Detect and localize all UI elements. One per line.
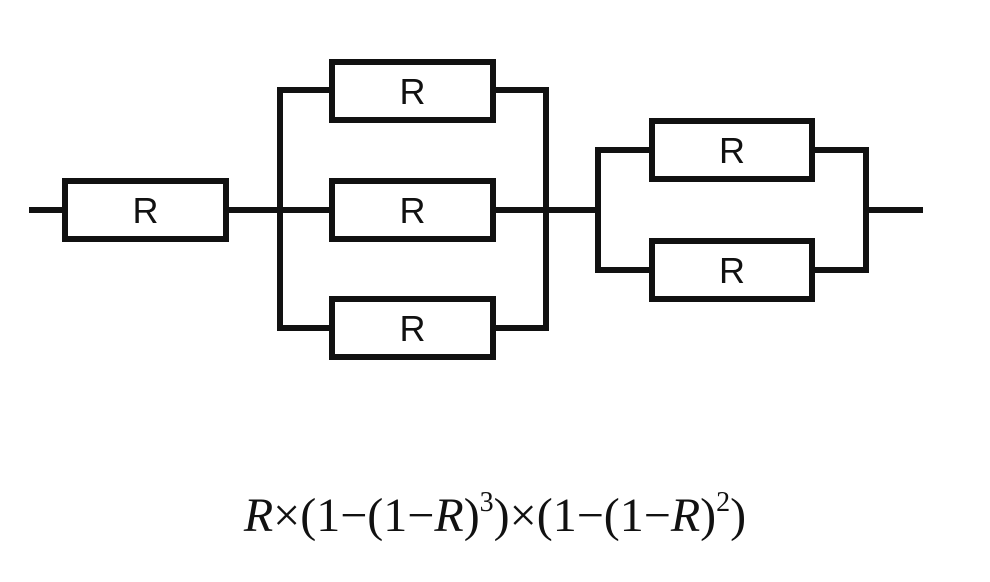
resistor-box xyxy=(649,238,815,302)
resistor-parallel2-bottom: R xyxy=(649,238,815,302)
formula-text: ) xyxy=(463,489,480,542)
resistor-label: R xyxy=(719,250,745,291)
formula-text: ×(1−(1− xyxy=(273,489,435,542)
resistor-label: R xyxy=(400,190,426,231)
resistor-label: R xyxy=(400,71,426,112)
formula-text: ) xyxy=(700,489,717,542)
resistor-series: R xyxy=(62,178,229,242)
resistor-label: R xyxy=(133,190,159,231)
resistor-box xyxy=(329,178,496,242)
circuit-wires xyxy=(29,87,923,331)
formula-text: ) xyxy=(730,489,747,542)
resistor-parallel3-middle: R xyxy=(329,178,496,242)
resistor-label: R xyxy=(719,130,745,171)
resistor-box xyxy=(62,178,229,242)
formula-var: R xyxy=(434,489,464,542)
formula-var: R xyxy=(243,489,274,542)
reliability-formula: R×(1−(1−R)3)×(1−(1−R)2) xyxy=(0,488,990,543)
resistor-parallel2-top: R xyxy=(649,118,815,182)
resistor-parallel3-top: R xyxy=(329,59,496,123)
resistor-parallel3-bottom: R xyxy=(329,296,496,360)
formula-var: R xyxy=(670,489,701,542)
resistor-label: R xyxy=(400,308,426,349)
formula-exponent: 2 xyxy=(716,487,731,518)
resistor-box xyxy=(329,59,496,123)
resistor-box xyxy=(649,118,815,182)
resistor-box xyxy=(329,296,496,360)
formula-text: )×(1−(1− xyxy=(493,489,671,542)
formula-exponent: 3 xyxy=(479,487,494,518)
